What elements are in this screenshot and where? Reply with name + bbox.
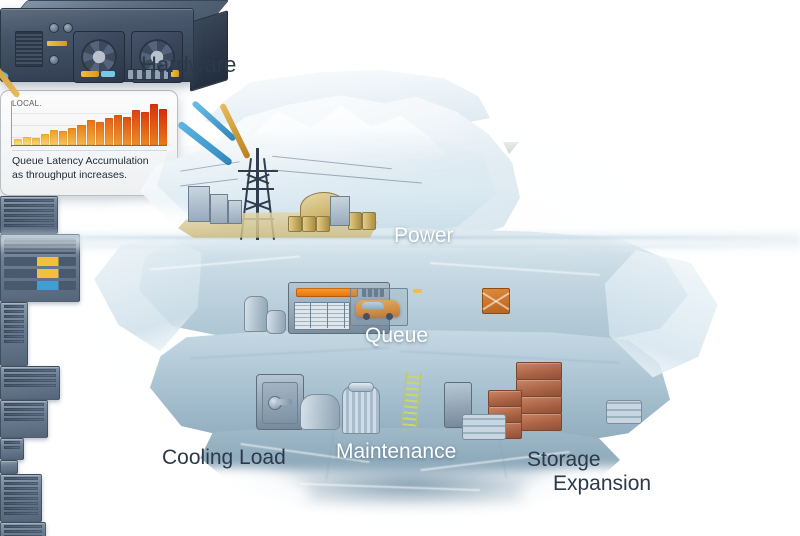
ice-block xyxy=(188,186,210,222)
cooling-tank-icon xyxy=(300,394,340,430)
server-port-bank xyxy=(127,69,169,80)
small-unit xyxy=(0,460,18,474)
queue-status-display xyxy=(296,288,358,297)
barrel-icon xyxy=(302,216,316,232)
chart-bar xyxy=(77,124,86,145)
server-indicator xyxy=(101,71,115,77)
label-maintenance: Maintenance xyxy=(336,440,457,463)
label-storage-expansion-line1: Storage xyxy=(527,448,601,471)
server-hardware-unit xyxy=(0,0,230,99)
chart-bar xyxy=(41,133,50,145)
server-rack xyxy=(0,196,58,234)
chart-bar xyxy=(113,114,122,145)
server-rack-small xyxy=(0,438,24,460)
mist-puff xyxy=(600,208,740,246)
barrel-icon xyxy=(316,216,330,232)
panel-buttons xyxy=(362,288,384,297)
server-knob xyxy=(63,23,73,33)
server-knob xyxy=(49,55,59,65)
chart-bar xyxy=(68,127,77,145)
storage-unit-icon xyxy=(606,400,642,424)
chart-bar xyxy=(140,111,149,145)
chart-bar xyxy=(86,119,95,145)
label-storage-expansion-line2: Expansion xyxy=(553,472,652,495)
shipping-crate-icon xyxy=(488,390,522,407)
server-knob xyxy=(49,23,59,33)
server-rack-side xyxy=(0,302,28,366)
mist-puff xyxy=(150,470,310,522)
barrel-icon xyxy=(288,216,302,232)
ice-block xyxy=(228,200,242,224)
server-indicator xyxy=(81,71,99,77)
marked-crate-icon xyxy=(482,288,510,314)
chart-bar xyxy=(23,137,32,145)
server-rack xyxy=(0,366,60,400)
shipping-crate-icon xyxy=(516,413,562,431)
vehicle-icon xyxy=(356,300,400,320)
chart-bar xyxy=(59,131,68,145)
vehicle-bay xyxy=(350,288,408,326)
shipping-crate-icon xyxy=(516,362,562,380)
chart-bar xyxy=(149,104,158,145)
bar-chart-icon: LOCAL. xyxy=(10,99,168,148)
chart-x-axis xyxy=(11,144,167,146)
chart-bar xyxy=(32,137,41,145)
server-rack xyxy=(0,474,42,522)
chart-bar xyxy=(122,117,131,145)
power-rack xyxy=(0,234,80,302)
callout-tail xyxy=(503,142,519,154)
drum-icon xyxy=(266,310,286,334)
chart-gridline xyxy=(12,113,167,114)
ice-block xyxy=(210,194,228,224)
storage-unit-icon xyxy=(462,414,506,440)
label-queue: Queue xyxy=(365,324,429,347)
valve-handle xyxy=(278,399,292,405)
server-rack xyxy=(0,522,46,536)
chart-bar xyxy=(104,118,113,145)
mist-puff xyxy=(520,468,690,524)
barrel-icon xyxy=(348,212,362,230)
label-power: Power xyxy=(394,224,454,247)
callout-caption: Queue Latency Accumulation as throughput… xyxy=(12,150,167,182)
chart-bar xyxy=(50,129,59,145)
chart-bar xyxy=(14,139,23,145)
callout-caption-line1: Queue Latency Accumulation xyxy=(12,155,149,167)
label-cooling-load: Cooling Load xyxy=(162,446,286,469)
chart-label: LOCAL. xyxy=(12,99,42,108)
substation-building xyxy=(330,196,350,226)
cooling-drum-icon xyxy=(342,386,380,434)
chart-bar xyxy=(95,121,104,145)
server-front-panel xyxy=(0,8,194,83)
fan-icon xyxy=(73,31,125,83)
chart-y-axis xyxy=(11,101,12,147)
queue-ledger-grid xyxy=(294,302,348,328)
server-vent-grill xyxy=(15,31,43,67)
server-side-panel xyxy=(190,10,228,92)
server-status-bar xyxy=(47,41,67,46)
drum-icon xyxy=(244,296,268,332)
server-indicator xyxy=(171,70,179,77)
drum-lid xyxy=(348,382,374,392)
chart-bar xyxy=(131,110,140,145)
barrel-icon xyxy=(362,212,376,230)
shipping-crate-icon xyxy=(516,379,562,397)
shipping-crate-icon xyxy=(516,396,562,414)
label-hardware: Hardware xyxy=(141,52,237,77)
status-led xyxy=(413,289,422,293)
chart-bar xyxy=(159,109,168,145)
chart-bars xyxy=(14,101,168,145)
callout-caption-line2: as throughput increases. xyxy=(12,168,127,181)
server-rack xyxy=(0,400,48,438)
